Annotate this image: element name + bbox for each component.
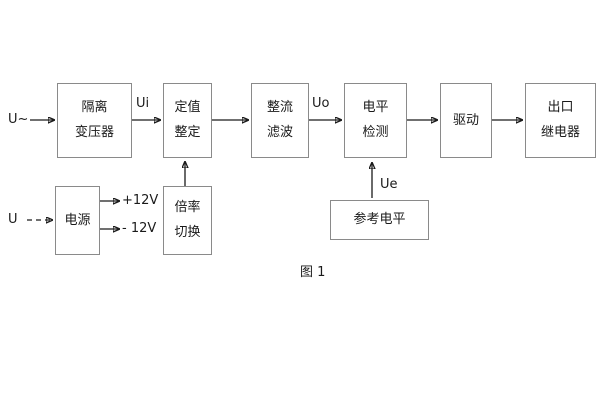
figure-caption: 图 1: [300, 265, 326, 280]
block-level-detection-line1: 电平: [362, 100, 389, 116]
block-setting-value: 定值 整定: [163, 83, 212, 158]
block-isolation-transformer-line2: 变压器: [74, 125, 114, 140]
block-isolation-transformer: 隔离 变压器: [57, 83, 132, 158]
block-power-supply-line1: 电源: [64, 212, 91, 228]
block-rectify-filter: 整流 滤波: [251, 83, 309, 158]
block-reference-level: 参考电平: [330, 200, 429, 240]
block-rectify-filter-line1: 整流: [266, 100, 293, 116]
block-rectify-filter-line2: 滤波: [266, 125, 293, 140]
label-ui: Ui: [136, 96, 150, 111]
block-drive: 驱动: [440, 83, 492, 158]
block-level-detection: 电平 检测: [344, 83, 407, 158]
block-level-detection-line2: 检测: [362, 125, 389, 140]
label-input-ac: U~: [8, 112, 29, 127]
block-drive-line1: 驱动: [452, 112, 479, 128]
block-output-relay-line2: 继电器: [540, 125, 580, 140]
label-rail-positive: +12V: [122, 193, 159, 208]
block-multiplier-switch: 倍率 切换: [163, 186, 212, 255]
label-ue: Ue: [380, 177, 398, 192]
block-multiplier-switch-line2: 切换: [174, 225, 201, 240]
label-uo: Uo: [312, 96, 330, 111]
block-output-relay: 出口 继电器: [525, 83, 596, 158]
block-setting-value-line1: 定值: [174, 100, 201, 116]
block-output-relay-line1: 出口: [547, 100, 574, 116]
label-rail-negative: - 12V: [122, 221, 157, 236]
block-isolation-transformer-line1: 隔离: [81, 100, 108, 116]
block-reference-level-line1: 参考电平: [353, 212, 406, 228]
block-setting-value-line2: 整定: [174, 125, 201, 140]
block-multiplier-switch-line1: 倍率: [174, 200, 201, 216]
label-input-dc: U: [8, 212, 18, 227]
block-power-supply: 电源: [55, 186, 100, 255]
